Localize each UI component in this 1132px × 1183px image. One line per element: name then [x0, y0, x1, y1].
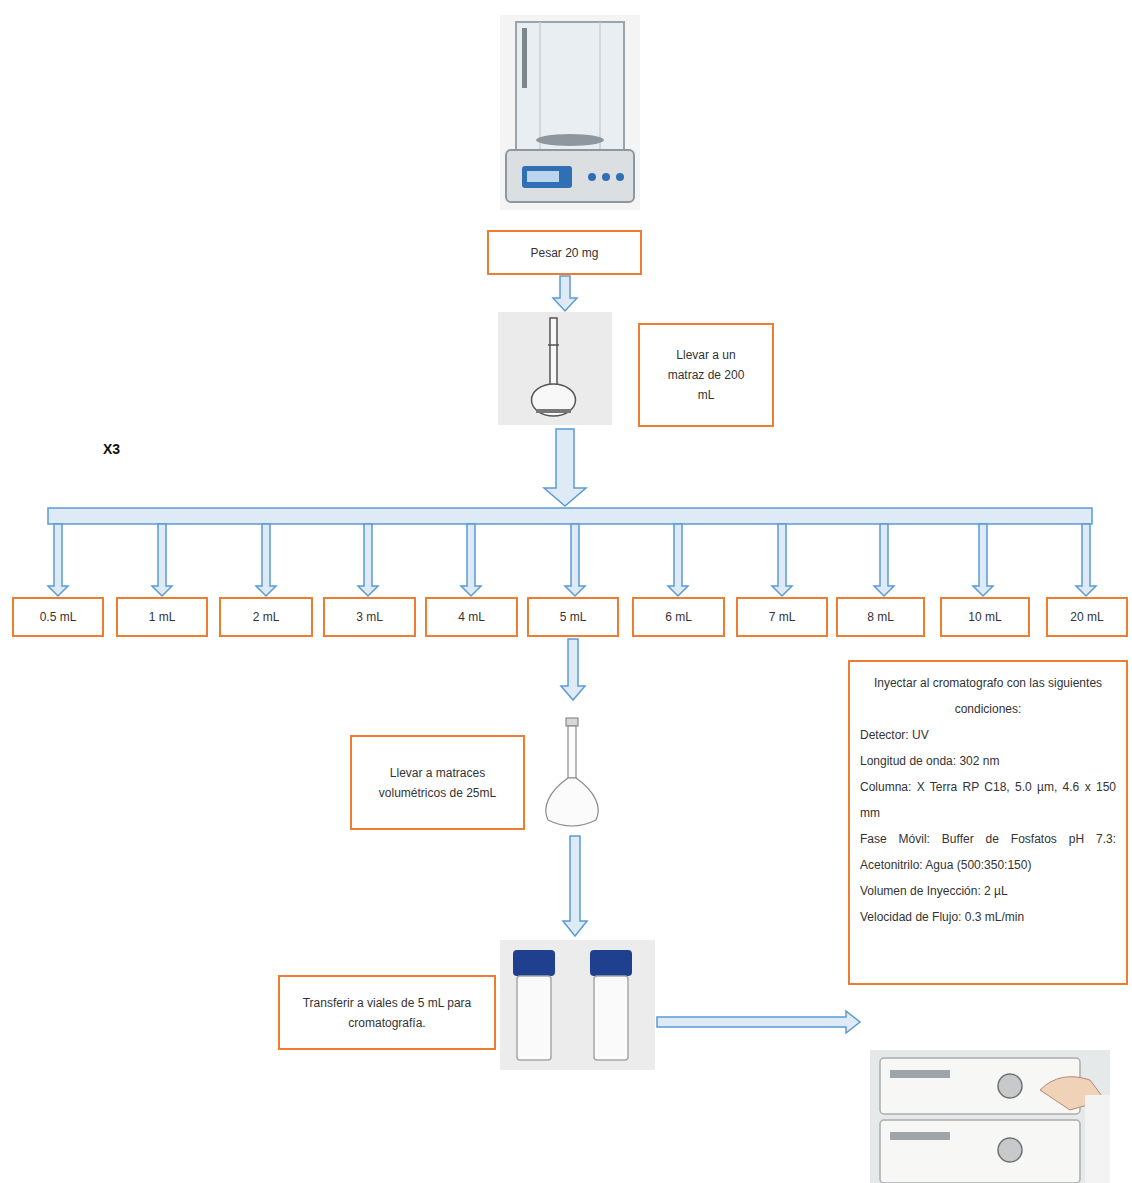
- box-text: 6 mL: [638, 607, 719, 627]
- volume-box: 6 mL: [632, 597, 725, 637]
- condition-text: Velocidad de Flujo: 0.3 mL/min: [860, 904, 1116, 930]
- box-text: 8 mL: [842, 607, 919, 627]
- box-text: 2 mL: [225, 607, 307, 627]
- box-text: Llevar a matraces volumétricos de 25mL: [374, 763, 501, 803]
- volume-box: 2 mL: [219, 597, 313, 637]
- flask-illustration: [546, 718, 598, 826]
- process-box: Transferir a viales de 5 mL para cromato…: [278, 975, 496, 1050]
- box-text: Transferir a viales de 5 mL para cromato…: [298, 993, 476, 1033]
- condition-text: Columna: X Terra RP C18, 5.0 µm, 4.6 x 1…: [860, 774, 1116, 826]
- box-text: 3 mL: [329, 607, 410, 627]
- volume-box: 8 mL: [836, 597, 925, 637]
- balance-illustration: [500, 15, 640, 210]
- volume-box: 7 mL: [736, 597, 828, 637]
- volume-box: 5 mL: [527, 597, 619, 637]
- box-text: 7 mL: [742, 607, 822, 627]
- process-box: Llevar a un matraz de 200 mL: [638, 323, 774, 427]
- box-text: Inyectar al cromatografo con las siguien…: [860, 670, 1116, 722]
- condition-text: Fase Móvil: Buffer de Fosfatos pH 7.3: A…: [860, 826, 1116, 878]
- condition-text: Detector: UV: [860, 722, 1116, 748]
- box-text: Pesar 20 mg: [497, 243, 632, 263]
- volume-box: 4 mL: [425, 597, 518, 637]
- conditions-box: Inyectar al cromatografo con las siguien…: [848, 660, 1128, 985]
- box-text: 20 mL: [1052, 607, 1122, 627]
- box-text: 1 mL: [122, 607, 202, 627]
- multiplier-label: X3: [103, 441, 120, 457]
- volume-box: 20 mL: [1046, 597, 1128, 637]
- volumetric-flask-illustration: [498, 312, 612, 425]
- process-box: Pesar 20 mg: [487, 230, 642, 275]
- volume-box: 3 mL: [323, 597, 416, 637]
- condition-text: Longitud de onda: 302 nm: [860, 748, 1116, 774]
- box-text: 10 mL: [946, 607, 1024, 627]
- condition-text: Volumen de Inyección: 2 µL: [860, 878, 1116, 904]
- box-text: 5 mL: [533, 607, 613, 627]
- box-text: 4 mL: [431, 607, 512, 627]
- process-box: Llevar a matraces volumétricos de 25mL: [350, 735, 525, 830]
- hplc-illustration: [870, 1050, 1110, 1183]
- vials-illustration: [500, 940, 655, 1070]
- box-text: 0.5 mL: [18, 607, 98, 627]
- volume-box: 1 mL: [116, 597, 208, 637]
- volume-box: 0.5 mL: [12, 597, 104, 637]
- volume-box: 10 mL: [940, 597, 1030, 637]
- box-text: Llevar a un matraz de 200 mL: [666, 345, 746, 405]
